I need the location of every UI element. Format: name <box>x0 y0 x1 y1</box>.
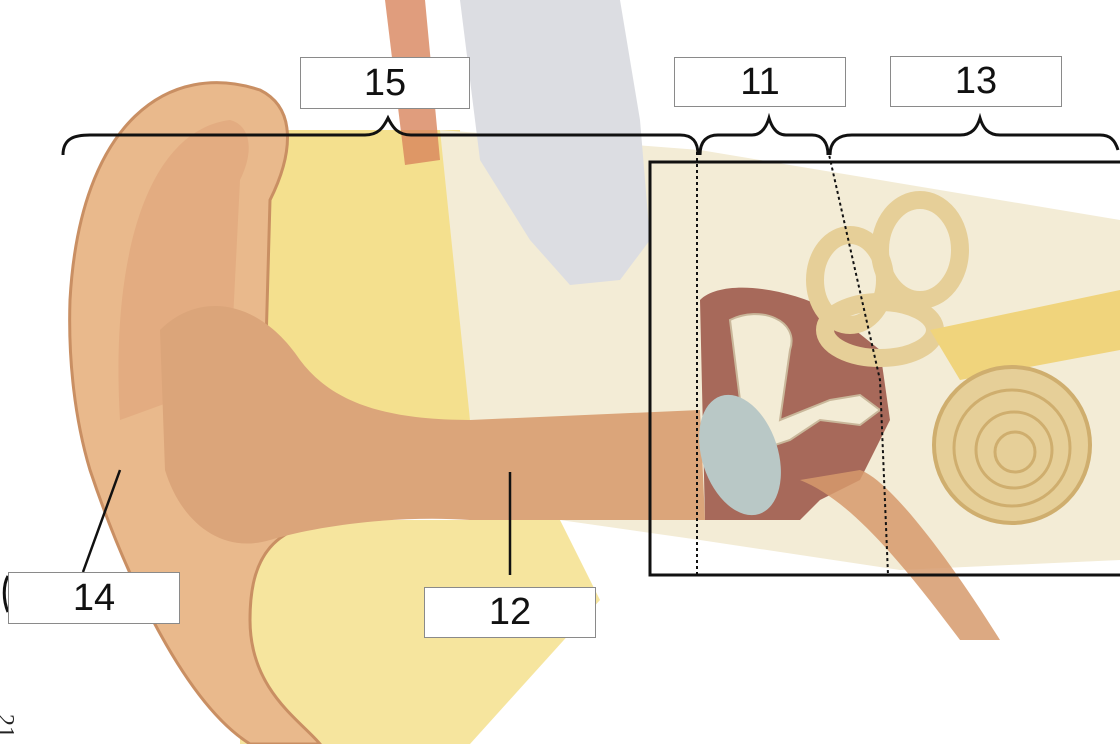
page-number: 21 <box>0 714 18 738</box>
label-outer-ear[interactable]: 15 <box>300 57 470 109</box>
brace-middle-ear <box>700 118 828 155</box>
label-middle-ear[interactable]: 11 <box>674 57 846 107</box>
label-inner-ear[interactable]: 13 <box>890 56 1062 107</box>
cochlea <box>934 367 1090 523</box>
label-auricle[interactable]: 14 <box>8 572 180 624</box>
brace-inner-ear <box>830 118 1118 155</box>
label-ear-canal[interactable]: 12 <box>424 587 596 638</box>
